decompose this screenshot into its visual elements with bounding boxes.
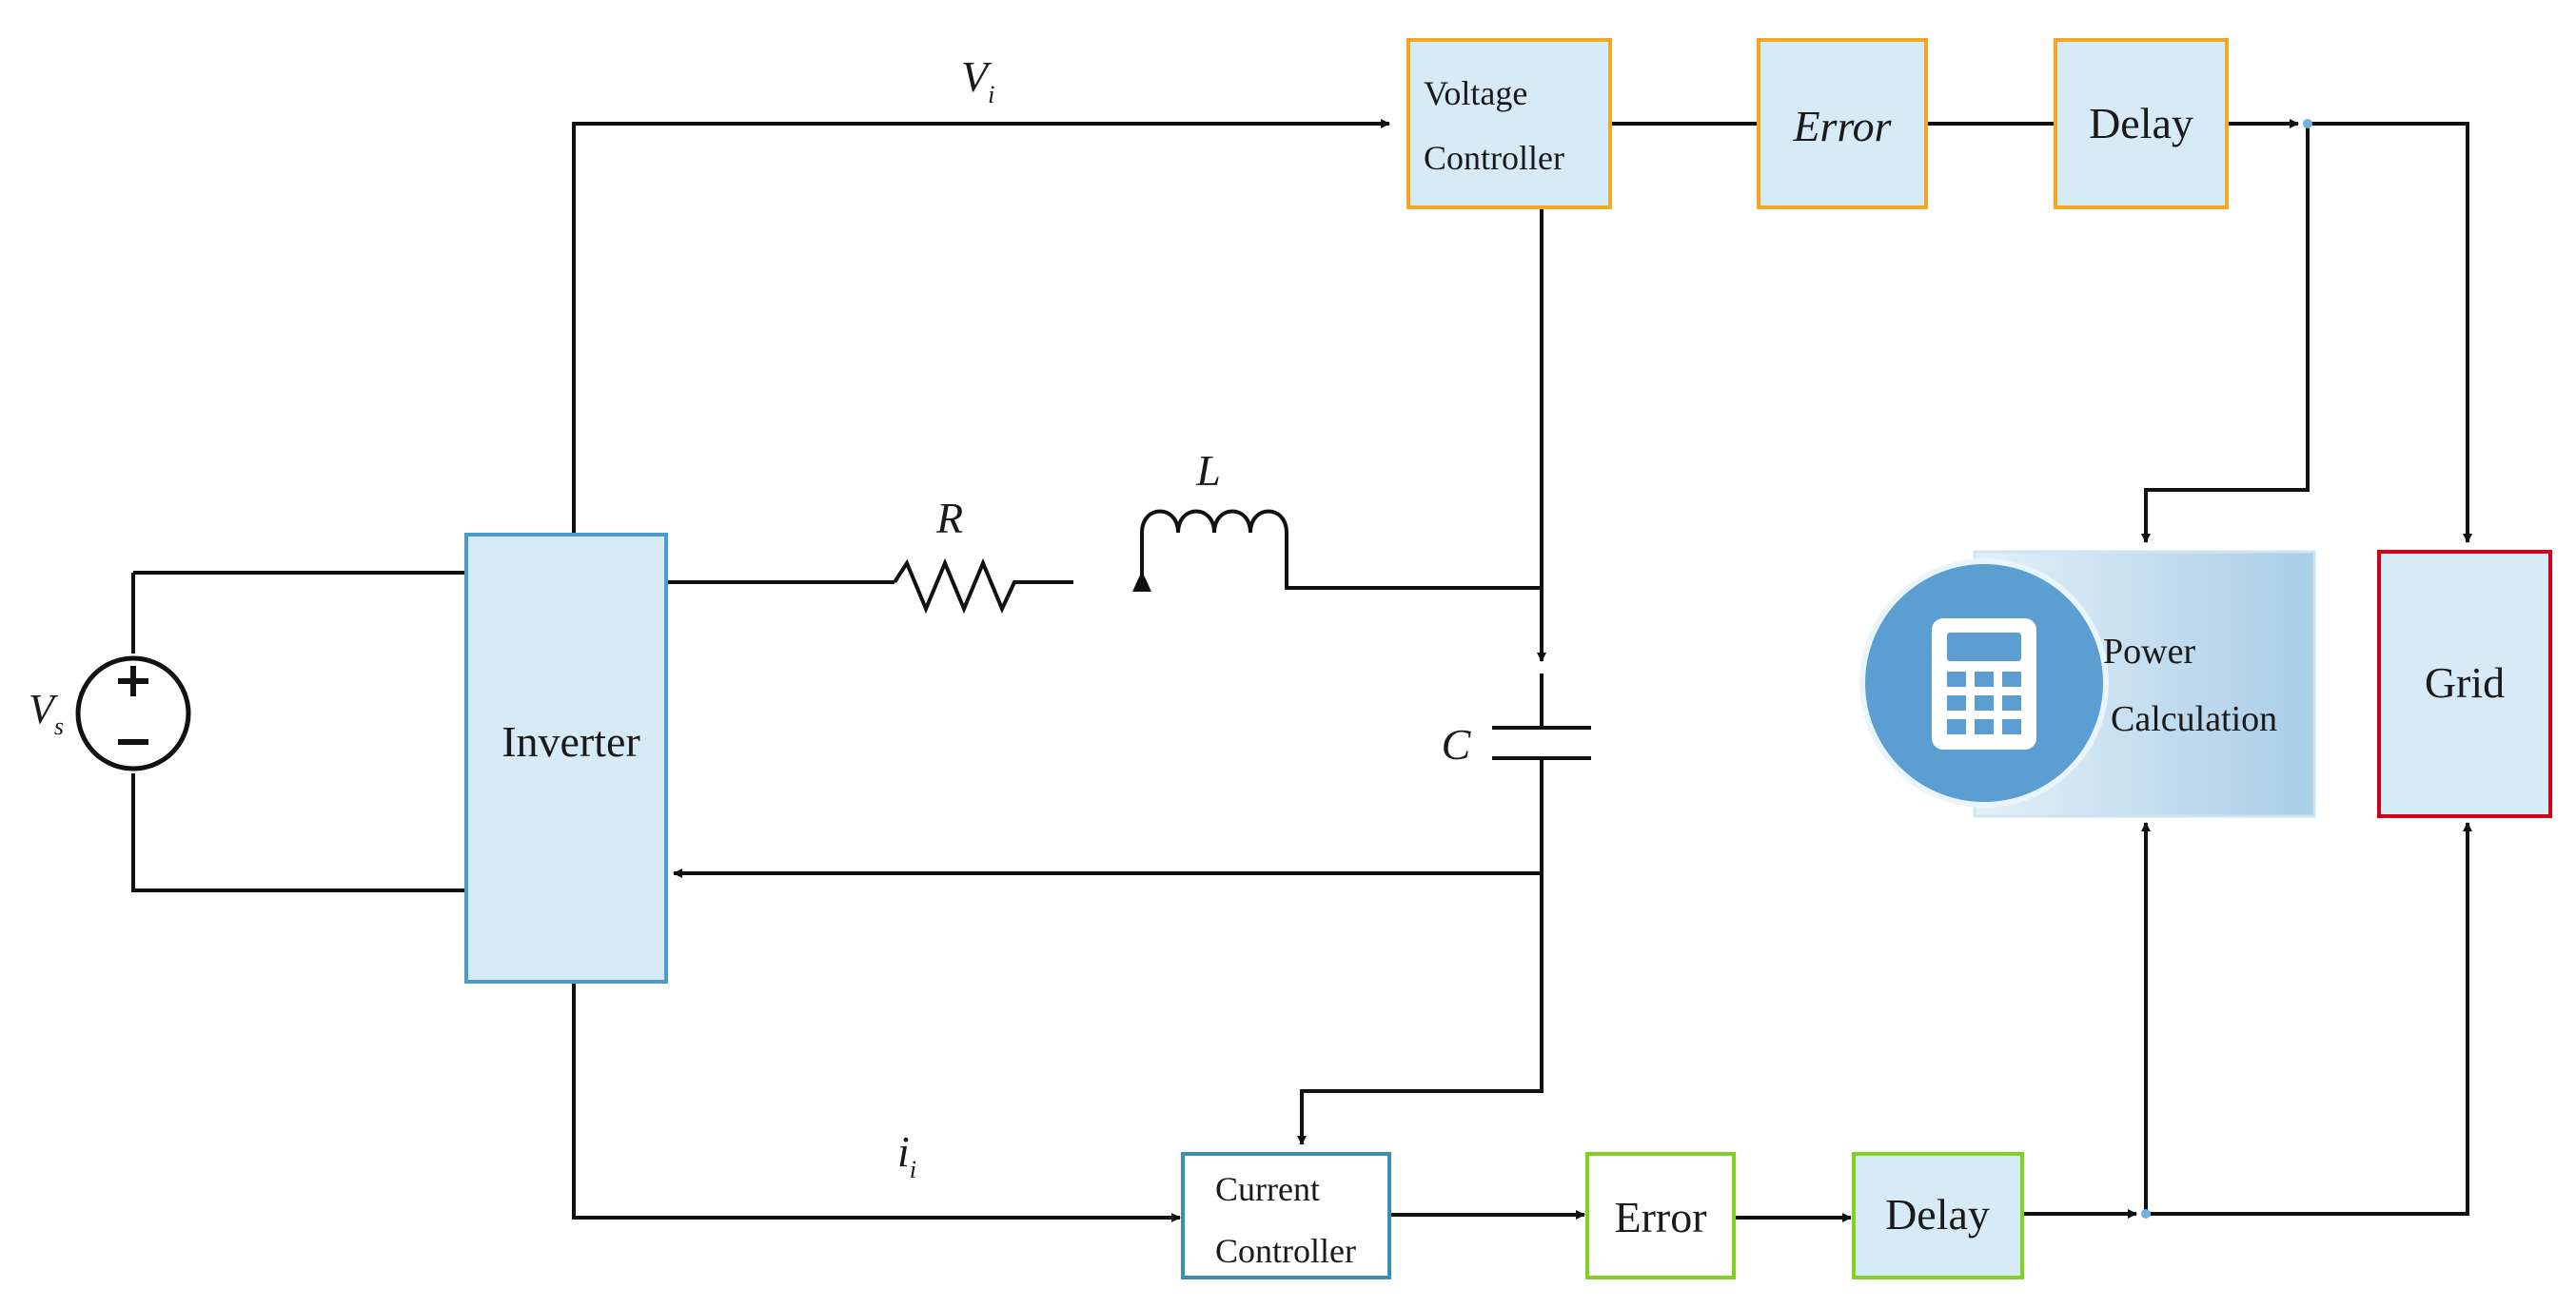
source-top-wire bbox=[131, 571, 466, 654]
delay-top-block: Delay bbox=[2054, 38, 2229, 209]
power-calculation-label-2: Calculation bbox=[2111, 699, 2277, 739]
source-bottom-wire bbox=[131, 773, 466, 892]
error-top-label: Error bbox=[1792, 102, 1892, 150]
ii-feedback-wire bbox=[572, 982, 1181, 1222]
delay-bottom-block: Delay bbox=[1852, 1152, 2024, 1279]
junction-to-grid-bottom-wire bbox=[2146, 822, 2472, 1216]
junction-to-grid-wire bbox=[2308, 122, 2472, 543]
capacitor-label: C bbox=[1442, 720, 1472, 769]
inverter-block: Inverter bbox=[464, 533, 668, 984]
inductor-symbol bbox=[1140, 509, 1542, 590]
power-calculation-block: Power Calculation bbox=[1859, 550, 2316, 818]
resistor-symbol bbox=[893, 557, 1073, 615]
power-calculation-label-1: Power bbox=[2103, 632, 2195, 672]
delay-top-label: Delay bbox=[2089, 99, 2193, 147]
voltage-controller-label-1: Voltage bbox=[1424, 74, 1527, 112]
voltage-signal-label: Vi bbox=[961, 52, 994, 108]
current-controller-label-2: Controller bbox=[1215, 1232, 1356, 1270]
current-controller-block: Current Controller bbox=[1181, 1152, 1391, 1279]
capacitor-symbol bbox=[1492, 674, 1591, 813]
error-bottom-block: Error bbox=[1585, 1152, 1736, 1279]
voltage-source-icon bbox=[75, 655, 191, 771]
delay-bottom-label: Delay bbox=[1885, 1190, 1990, 1239]
voltage-controller-label-2: Controller bbox=[1424, 139, 1564, 177]
source-label: Vs bbox=[29, 686, 64, 740]
vi-feedback-wire bbox=[572, 119, 1390, 535]
grid-label: Grid bbox=[2425, 658, 2505, 707]
cap-to-inverter-wire bbox=[673, 813, 1544, 878]
inductor-dot-marker bbox=[1132, 571, 1151, 592]
junction-to-power-wire bbox=[2141, 124, 2310, 543]
error-bottom-label: Error bbox=[1614, 1193, 1706, 1241]
bottom-junction-dot bbox=[2141, 1209, 2151, 1219]
top-junction-dot bbox=[2303, 119, 2312, 128]
inverter-label: Inverter bbox=[501, 717, 640, 766]
current-controller-label-1: Current bbox=[1215, 1170, 1320, 1208]
cap-to-cc-wire bbox=[1297, 873, 1544, 1145]
calculator-icon bbox=[1859, 558, 2109, 808]
voltage-controller-block: Voltage Controller bbox=[1406, 38, 1612, 209]
inductor-label: L bbox=[1195, 446, 1221, 495]
resistor-label: R bbox=[935, 494, 963, 542]
grid-block: Grid bbox=[2377, 550, 2552, 818]
error-top-block: Error bbox=[1757, 38, 1928, 209]
current-signal-label: ii bbox=[897, 1127, 916, 1183]
